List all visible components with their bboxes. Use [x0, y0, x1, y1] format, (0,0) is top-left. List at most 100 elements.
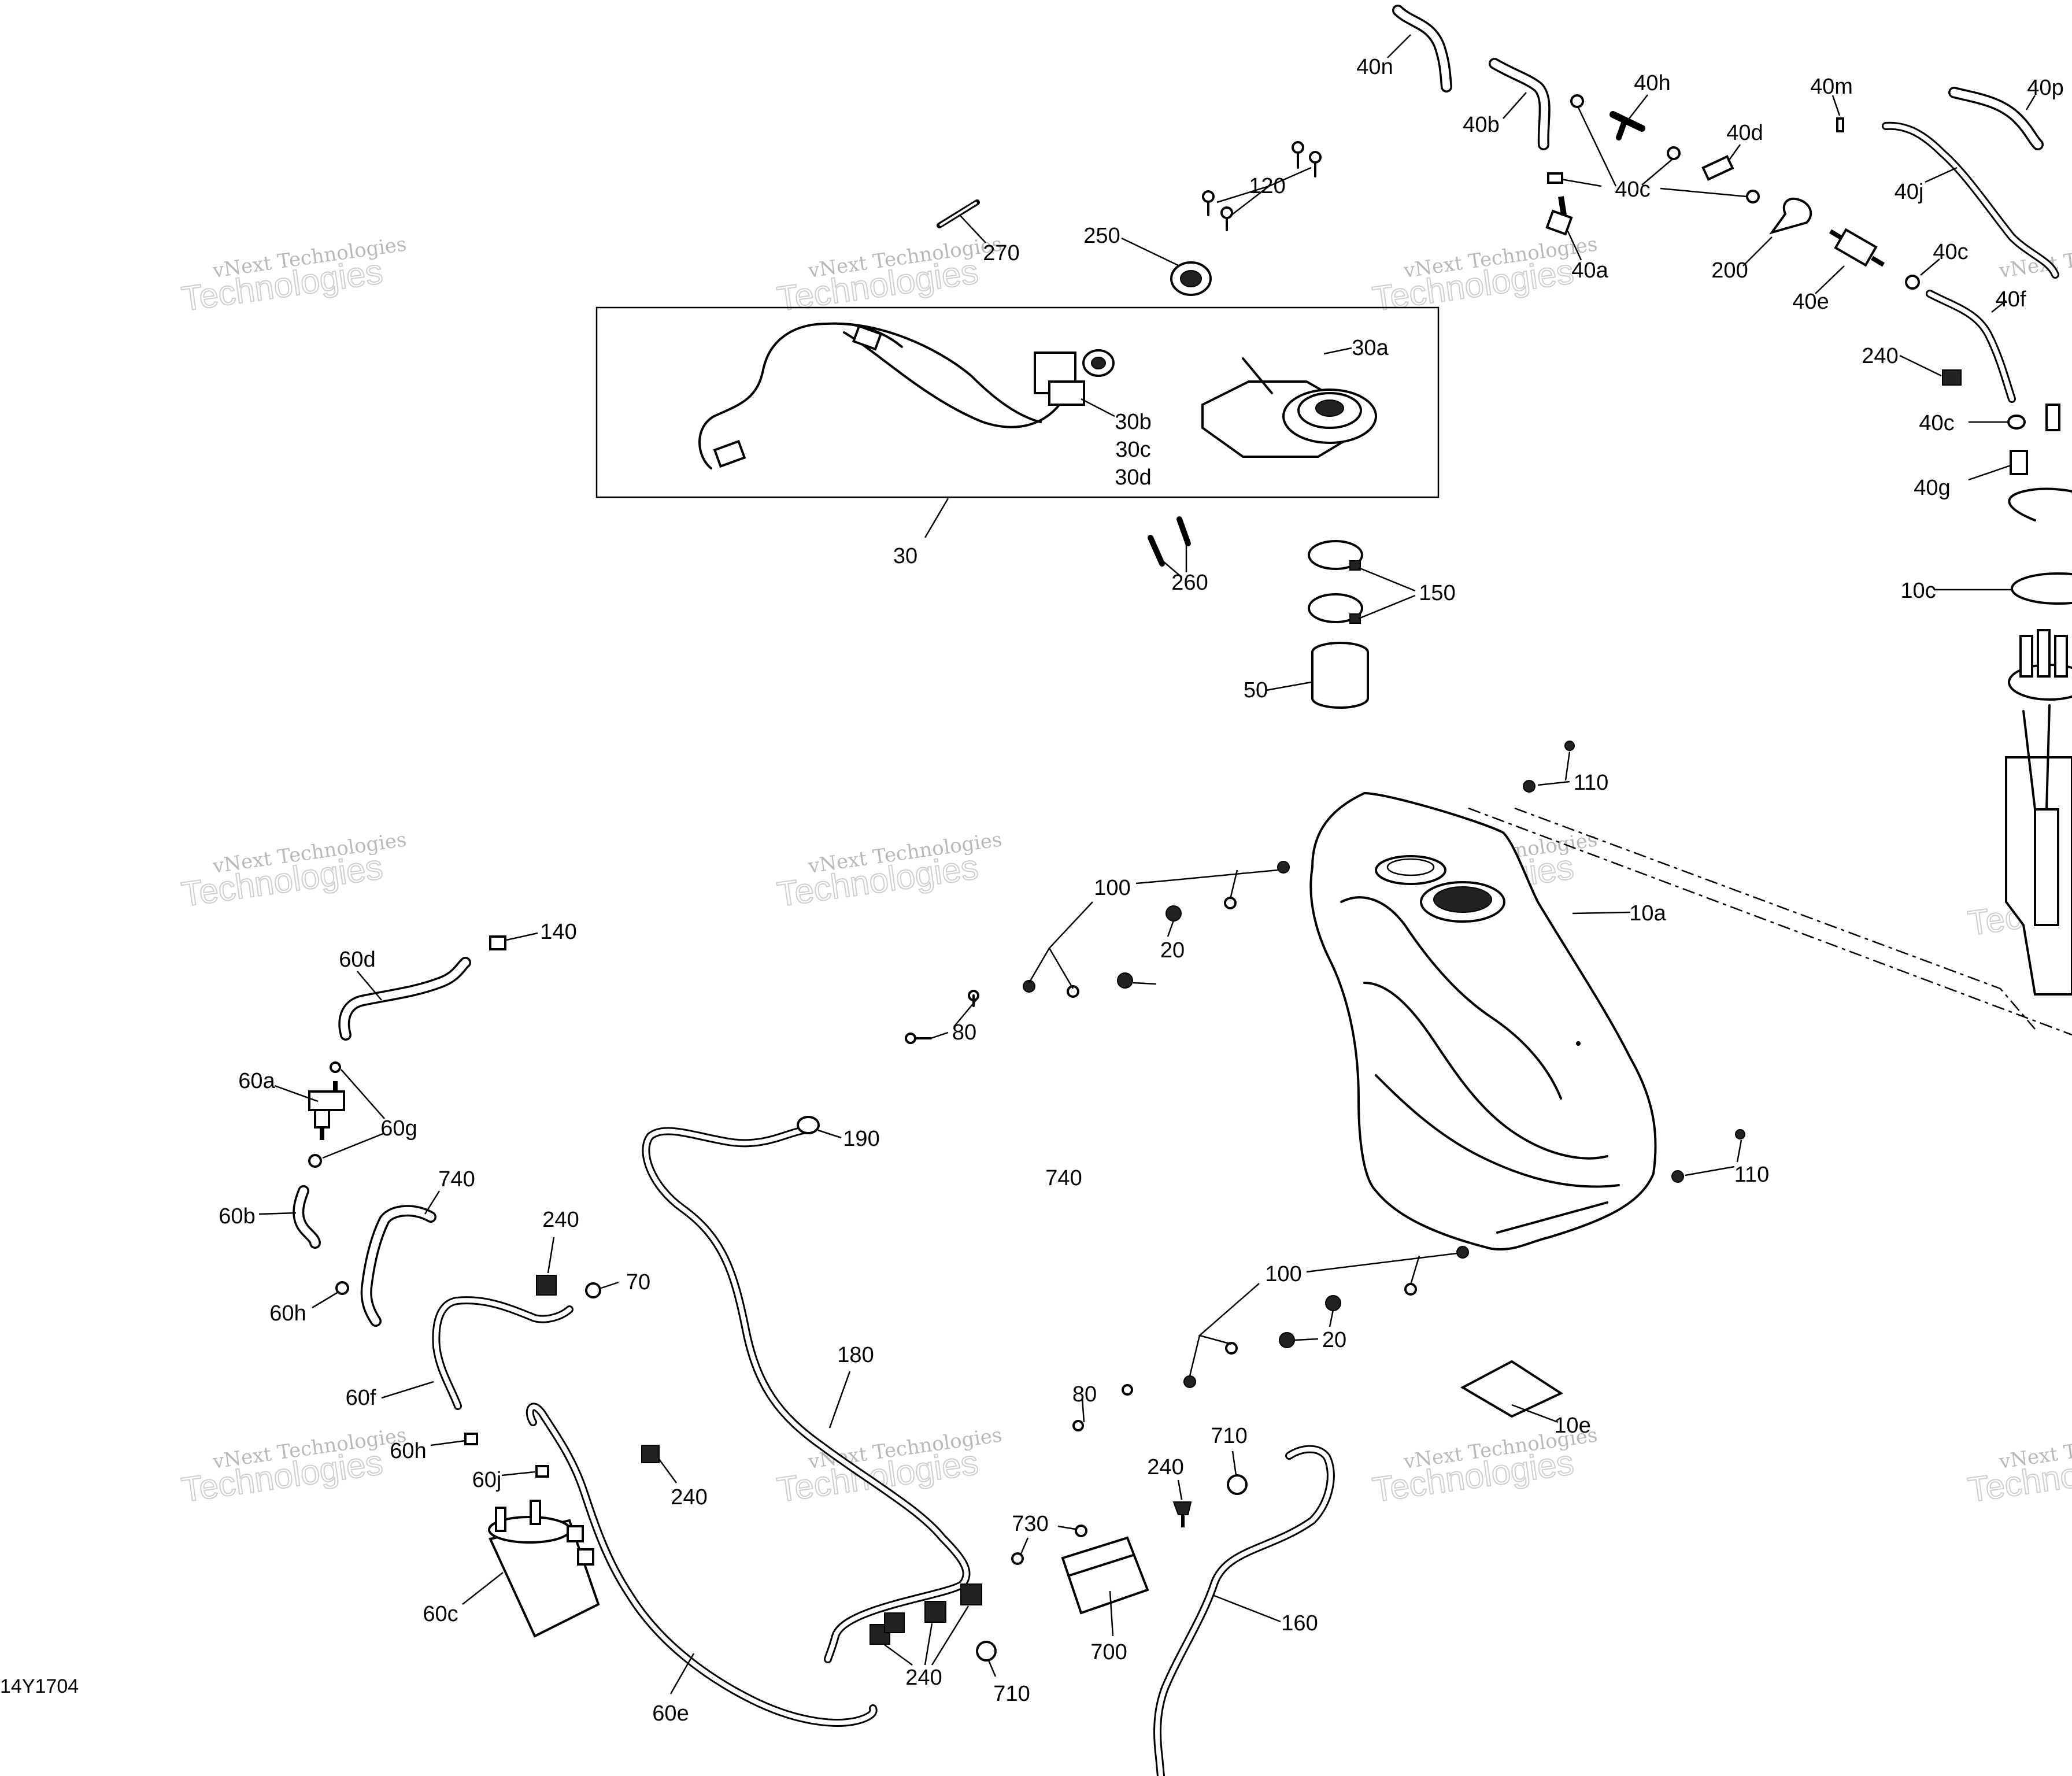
callout-10e: 10e	[1554, 1414, 1590, 1438]
part-40a-fitting	[1545, 196, 1582, 261]
part-100-20-80-lower	[1072, 1246, 1469, 1431]
callout-60d: 60d	[339, 948, 375, 972]
callout-100-bottom: 100	[1265, 1262, 1301, 1286]
part-110-nuts	[1523, 741, 1745, 1183]
part-60j-clamp	[501, 1465, 549, 1478]
part-40e-filter	[1815, 228, 1885, 294]
part-240-clip-top	[1899, 354, 1962, 386]
callout-30c: 30c	[1115, 438, 1150, 462]
part-240-clips-bottom	[870, 1583, 982, 1666]
part-60c-canister	[462, 1500, 600, 1638]
part-40d-filter	[1701, 144, 1741, 181]
figure-code: 14Y1704	[0, 1675, 79, 1697]
callout-10c: 10c	[1900, 579, 1936, 603]
part-160-hose	[1153, 1445, 1335, 1776]
leader-30b	[1081, 398, 1115, 417]
part-40j-tube	[1882, 121, 2059, 279]
callout-150: 150	[1419, 581, 1455, 605]
part-60a-valve	[274, 1061, 345, 1140]
part-40p-hose	[1948, 87, 2044, 150]
callout-50: 50	[1244, 678, 1268, 702]
callout-40d: 40d	[1726, 121, 1763, 145]
watermark-7: vNext Technologies Technologies	[179, 1423, 408, 1509]
part-40f-hose	[1926, 290, 2016, 403]
part-240-clip-low	[641, 1445, 678, 1483]
callout-710-bottom: 710	[993, 1682, 1030, 1706]
part-60h-clamp-bottom	[430, 1433, 478, 1446]
watermark-2: vNext Technologies Technologies	[774, 232, 1004, 319]
part-150-clamps	[1308, 540, 1416, 624]
part-60f-hose	[381, 1296, 574, 1410]
part-180-hose	[642, 1126, 971, 1663]
callout-250: 250	[1083, 224, 1120, 248]
part-60b-hose	[258, 1185, 321, 1249]
watermark-4: vNext Technologies Technologies	[179, 828, 408, 914]
callout-270: 270	[983, 241, 1019, 265]
callout-40b: 40b	[1463, 113, 1499, 137]
callout-60c: 60c	[423, 1602, 458, 1626]
watermark-5: vNext Technologies Technologies	[774, 828, 1004, 914]
watermark-1: vNext Technologies Technologies	[179, 232, 408, 319]
callout-40e: 40e	[1792, 290, 1829, 314]
part-40h-tee	[1610, 94, 1648, 140]
part-60h-clamp-top	[312, 1281, 349, 1309]
callout-80-bottom: 80	[1072, 1382, 1097, 1407]
callout-60h-bottom: 60h	[390, 1439, 426, 1463]
callout-100-top: 100	[1094, 876, 1130, 900]
part-40m-fitting	[1832, 95, 1844, 132]
part-60e-hose	[526, 1403, 878, 1727]
part-10e-label-plate	[1460, 1360, 1564, 1423]
part-40c-clamp-mid	[1905, 258, 1940, 290]
part-40c-clamps-top	[1547, 94, 1760, 204]
callout-240-mid: 240	[542, 1208, 579, 1232]
callout-40n: 40n	[1356, 55, 1393, 79]
callout-60f: 60f	[346, 1386, 376, 1410]
callout-30: 30	[893, 544, 917, 568]
callout-200: 200	[1711, 258, 1748, 283]
part-40n-hose	[1387, 5, 1452, 92]
callout-180: 180	[837, 1343, 874, 1367]
callout-20-top: 20	[1160, 938, 1185, 963]
callout-70: 70	[626, 1270, 650, 1294]
alignment-line-upper	[1468, 807, 2072, 1036]
part-10c-oring	[1934, 487, 2072, 605]
callout-40a: 40a	[1571, 258, 1608, 283]
callout-40p: 40p	[2027, 76, 2063, 100]
leader-30a	[1323, 347, 1352, 355]
part-240-clip-right	[1172, 1479, 1192, 1527]
callout-40c-low: 40c	[1919, 411, 1954, 435]
callout-40c-mid: 40c	[1933, 240, 1968, 264]
callout-30a: 30a	[1352, 336, 1389, 360]
watermark-12: vNext Technologies Technologies	[1965, 1423, 2072, 1509]
callout-60j: 60j	[472, 1468, 502, 1492]
part-60d-hose	[338, 957, 471, 1041]
callout-60h-top: 60h	[269, 1301, 306, 1326]
callout-740-center: 740	[1045, 1166, 1082, 1190]
part-260-bolts	[1148, 516, 1191, 576]
part-60g-clamps	[308, 1069, 385, 1168]
callout-40m: 40m	[1810, 75, 1853, 99]
callout-240-low: 240	[671, 1485, 707, 1509]
part-100-20-80-upper	[905, 861, 1290, 1044]
callout-240-top: 240	[1862, 344, 1898, 368]
callout-60e: 60e	[652, 1701, 689, 1726]
part-50-sleeve	[1266, 642, 1369, 709]
callout-20-bottom: 20	[1322, 1328, 1346, 1352]
callout-40c-top: 40c	[1615, 177, 1650, 202]
part-190-clamp	[797, 1116, 842, 1139]
part-240-clip-mid	[536, 1237, 557, 1296]
part-730-screw	[1011, 1525, 1087, 1565]
callout-60a: 60a	[238, 1069, 275, 1093]
callout-730: 730	[1012, 1512, 1048, 1536]
callout-40f: 40f	[1996, 287, 2026, 312]
callout-80-top: 80	[952, 1020, 976, 1045]
part-40g-fitting	[1968, 450, 2028, 481]
part-700-ecu	[1061, 1536, 1149, 1637]
part-40b-hose	[1489, 58, 1551, 150]
watermark-3: vNext Technologies Technologies	[1370, 232, 1599, 319]
callout-700: 700	[1090, 1640, 1127, 1664]
alignment-line-lower	[1514, 807, 2036, 1030]
part-30-kit-box	[595, 306, 1440, 498]
callout-710-top: 710	[1211, 1424, 1247, 1448]
